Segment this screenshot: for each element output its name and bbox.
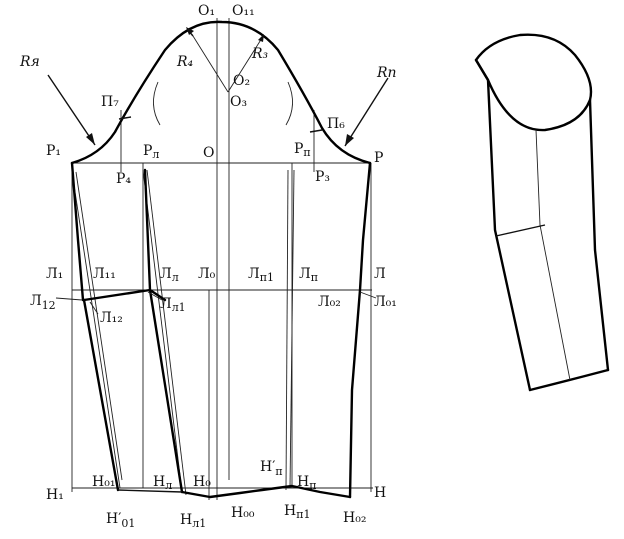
label-l0: Л₀ (198, 266, 216, 282)
arrowhead-rp (345, 134, 354, 146)
label-rp: Rп (376, 65, 397, 81)
arrow-rya (47, 74, 96, 146)
seam-mid-right (289, 169, 295, 489)
left-side-upper (70, 161, 85, 302)
label-lp: Лп (299, 266, 318, 284)
label-h1: Н₁ (46, 487, 64, 503)
label-h0: Н₀ (193, 474, 211, 490)
seam-mid-right-2 (285, 169, 289, 491)
label-l01: Л₀₁ (374, 294, 397, 310)
leader-l01 (359, 291, 377, 299)
notch-p7 (118, 116, 132, 120)
label-hl: Нл (153, 474, 172, 492)
sketch-hem (528, 368, 610, 392)
label-h01p: Н′01 (106, 511, 135, 530)
radius-arrows (47, 27, 389, 147)
notch-p6 (309, 129, 323, 133)
seam-mid-left-1 (142, 169, 183, 493)
leader-ll1 (147, 291, 163, 301)
label-o3: O₃ (230, 94, 247, 110)
label-ll: Лл (160, 266, 179, 284)
arc-right (285, 81, 293, 126)
label-h00: Н₀₀ (231, 505, 255, 521)
arc-left (153, 81, 161, 126)
label-p4: Р₄ (116, 171, 131, 187)
label-l02: Л₀₂ (318, 294, 341, 310)
radius-r4 (192, 35, 229, 93)
hem-line (180, 484, 352, 499)
sketch-seam (535, 129, 571, 381)
labels: O₁ O₁₁ R₃ R₄ O₂ O₃ Rя Rп П₇ П₆ Р₁ Рл О Р… (19, 3, 397, 530)
seam-mid-left-2 (146, 169, 187, 496)
sketch-left (474, 58, 532, 392)
label-rl: Рл (143, 143, 159, 161)
label-o1: O₁ (198, 3, 215, 19)
label-rya: Rя (19, 54, 40, 70)
label-o11: O₁₁ (232, 3, 255, 19)
radius-r3 (227, 37, 263, 93)
label-p1: Р₁ (46, 143, 61, 159)
label-p: Р (374, 150, 383, 166)
hem-under (117, 489, 183, 493)
label-h01: Н₀₁ (92, 474, 115, 490)
under-sleeve-right (143, 168, 184, 494)
under-sleeve-left (82, 298, 120, 492)
sketch-elbow (495, 224, 546, 237)
label-l12b: Л₁₂ (100, 310, 123, 326)
label-l1: Л₁ (46, 266, 63, 282)
sleeve-cap (70, 20, 372, 165)
label-o: О (203, 145, 214, 161)
label-p3: Р₃ (315, 169, 330, 185)
label-p6: П₆ (327, 116, 345, 132)
label-o2: O₂ (233, 73, 250, 89)
label-l11: Л₁₁ (93, 266, 116, 282)
label-lp1: Лп1 (248, 266, 274, 284)
arrow-rp (344, 77, 389, 147)
seam-left-1 (71, 171, 121, 489)
sketch-cap (474, 33, 593, 132)
seam-left-2 (75, 171, 123, 481)
construction-grid (71, 18, 373, 500)
label-ll1: Лл1 (160, 296, 186, 314)
label-l12a: Л12 (30, 293, 56, 312)
label-hp: Нп (297, 474, 317, 492)
label-hpp: Н′п (260, 459, 283, 478)
arrowhead-rya (86, 133, 95, 145)
label-rp-pt: Рп (294, 141, 311, 159)
arrowhead-r4 (186, 27, 194, 35)
label-h: Н (374, 485, 386, 501)
sleeve-sketch (474, 33, 610, 392)
label-l: Л (374, 266, 386, 282)
sleeve-outline (70, 20, 372, 499)
label-hl1: Нл1 (180, 512, 206, 530)
label-r3: R₃ (251, 46, 269, 62)
label-p7: П₇ (101, 94, 119, 110)
sketch-right (588, 98, 610, 372)
right-side (348, 161, 372, 499)
leader-l12b (89, 301, 99, 315)
arrowhead-r3 (258, 34, 264, 42)
label-r4: R₄ (176, 54, 194, 70)
label-h02: Н₀₂ (343, 510, 366, 526)
label-hp1: Нп1 (284, 503, 311, 521)
leader-l12a (55, 297, 83, 301)
